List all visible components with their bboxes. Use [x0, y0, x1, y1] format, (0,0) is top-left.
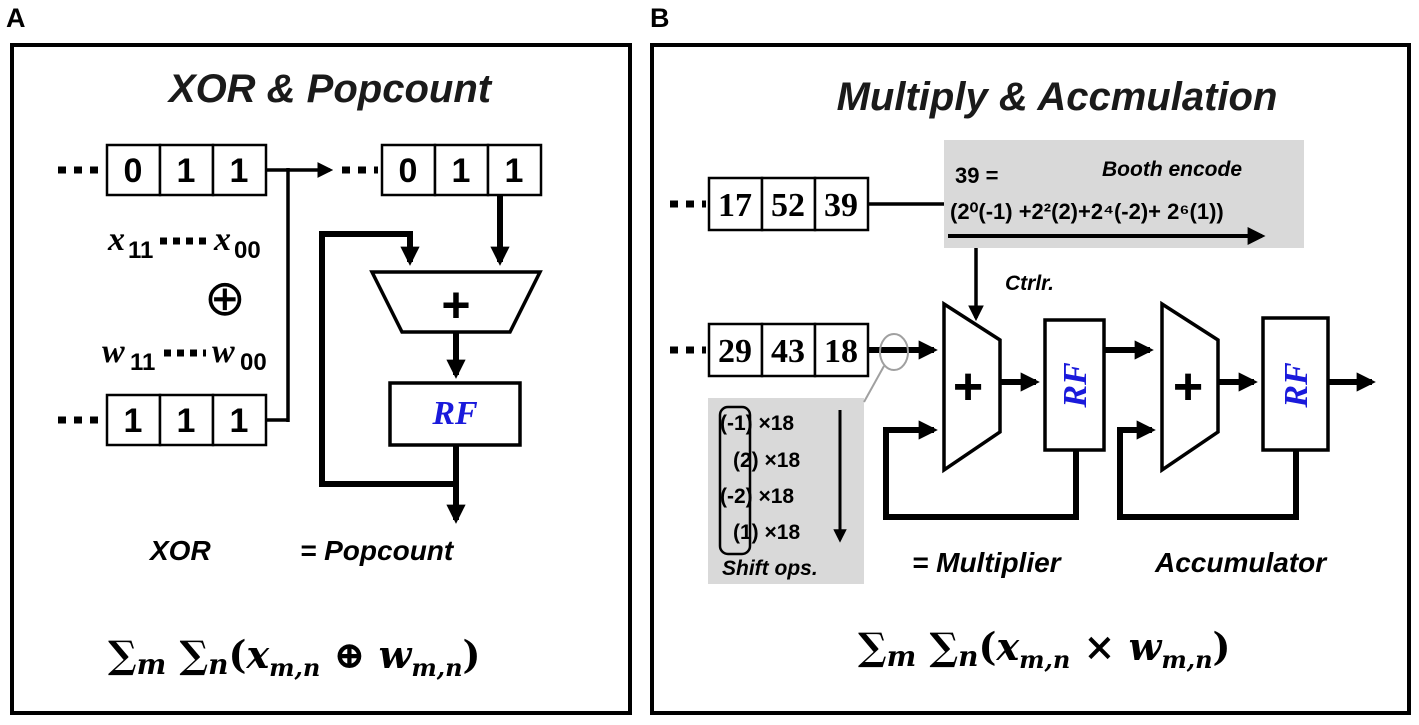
svg-text:11: 11: [130, 349, 155, 376]
bottom-register: 29 43 18: [670, 322, 870, 378]
accumulator-adder-plus: +: [1173, 358, 1203, 416]
xor-output-register: 0 1 1: [380, 143, 543, 197]
top-cell-1: 52: [771, 187, 805, 224]
w-cell-2: 1: [230, 402, 249, 440]
xor-symbol: ⊕: [204, 269, 246, 327]
shift-ops-label: Shift ops.: [722, 557, 818, 580]
label-xor: XOR: [148, 535, 211, 566]
w-cell-0: 1: [124, 402, 143, 440]
accumulator-feedback: [1117, 420, 1299, 520]
multiplier-rf: [1043, 318, 1106, 452]
shift-callout-circle: [879, 333, 909, 371]
bottom-cell-2: 18: [824, 333, 858, 370]
multiplier-rf-label: RF: [1057, 362, 1094, 409]
w-register: 1 1 1: [58, 393, 268, 447]
shift-row-2: (-2) ×18: [720, 485, 794, 508]
shift-callout-line: [863, 365, 885, 403]
label-popcount: = Popcount: [300, 535, 455, 566]
panel-a-letter: A: [6, 3, 26, 33]
multiplier-adder: [942, 300, 1002, 474]
svg-text:00: 00: [240, 349, 267, 376]
popcount-adder: [369, 270, 543, 334]
svg-text:x: x: [213, 221, 231, 258]
w-range-label: w 11 w 00: [102, 333, 267, 376]
x-cell-1: 1: [177, 152, 196, 190]
top-cell-0: 17: [718, 187, 752, 224]
x-register: 0 1 1: [58, 143, 268, 197]
out-cell-0: 0: [399, 152, 418, 190]
shift-row-3: (1) ×18: [733, 521, 800, 544]
popcount-adder-plus: +: [441, 277, 470, 333]
accumulator-adder: [1160, 300, 1220, 474]
bottom-cell-0: 29: [718, 333, 752, 370]
x-range-label: x 11 x 00: [107, 221, 261, 264]
shift-row-1: (2) ×18: [733, 449, 800, 472]
svg-text:x: x: [107, 221, 125, 258]
x-cell-2: 1: [230, 152, 249, 190]
booth-encode-box: [944, 140, 1304, 248]
multiplier-feedback: [883, 420, 1079, 520]
panel-a-title: XOR & Popcount: [167, 67, 493, 111]
ctrl-label: Ctrlr.: [1005, 272, 1054, 295]
booth-expression: (2⁰(-1) +2²(2)+2⁴(-2)+ 2⁶(1)): [950, 199, 1224, 224]
multiplier-adder-plus: +: [953, 358, 983, 416]
panel-b-letter: B: [650, 3, 670, 33]
out-cell-2: 1: [505, 152, 524, 190]
out-cell-1: 1: [452, 152, 471, 190]
x-cell-0: 0: [124, 152, 143, 190]
bottom-cell-1: 43: [771, 333, 805, 370]
label-accumulator: Accumulator: [1154, 547, 1328, 578]
panel-b-title: Multiply & Accmulation: [837, 75, 1278, 119]
top-register: 17 52 39: [670, 176, 944, 232]
top-cell-2: 39: [824, 187, 858, 224]
booth-eq: 39 =: [955, 163, 998, 188]
shift-bracket: [718, 405, 752, 556]
booth-encode-label: Booth encode: [1102, 158, 1242, 181]
popcount-rf-label: RF: [431, 395, 478, 432]
svg-text:w: w: [212, 333, 235, 370]
svg-text:w: w: [102, 333, 125, 370]
shift-row-0: (-1) ×18: [720, 412, 794, 435]
popcount-feedback: [319, 231, 456, 487]
xor-wiring: [266, 162, 378, 422]
label-multiplier: = Multiplier: [912, 547, 1063, 578]
w-cell-1: 1: [177, 402, 196, 440]
svg-text:00: 00: [234, 237, 261, 264]
svg-text:11: 11: [128, 237, 153, 264]
accumulator-rf-label: RF: [1278, 362, 1315, 409]
popcount-rf: [388, 381, 522, 447]
